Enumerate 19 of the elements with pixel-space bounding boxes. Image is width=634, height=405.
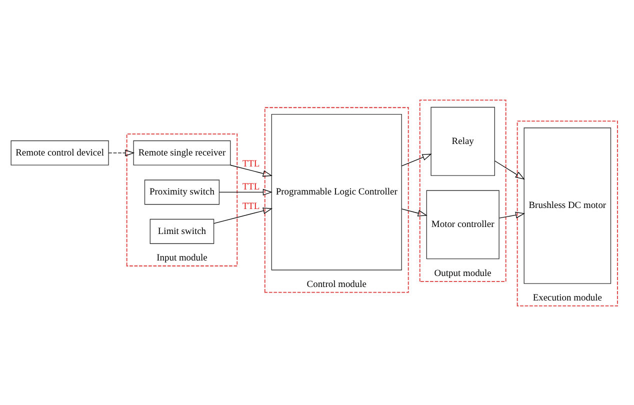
- node-box: Remote control devicel: [10, 140, 109, 165]
- node-box: Programmable Logic Controller: [271, 114, 402, 270]
- edge-label: TTL: [242, 159, 260, 170]
- node-box: Remote single receiver: [133, 140, 231, 165]
- node-box: Relay: [430, 106, 495, 176]
- arrow: [401, 208, 428, 216]
- node-box: Motor controller: [426, 190, 500, 259]
- arrow: [108, 149, 135, 156]
- node-box: Limit switch: [150, 218, 214, 244]
- arrow: [214, 207, 273, 224]
- edge-label: TTL: [242, 182, 260, 192]
- arrow: [219, 188, 272, 195]
- arrow: [230, 164, 272, 176]
- arrow: [494, 160, 525, 180]
- edge-label: TTL: [242, 202, 260, 212]
- arrow: [401, 153, 432, 166]
- node-box: Proximity switch: [144, 179, 220, 204]
- node-box: Brushless DC motor: [524, 127, 612, 284]
- arrow: [499, 211, 526, 218]
